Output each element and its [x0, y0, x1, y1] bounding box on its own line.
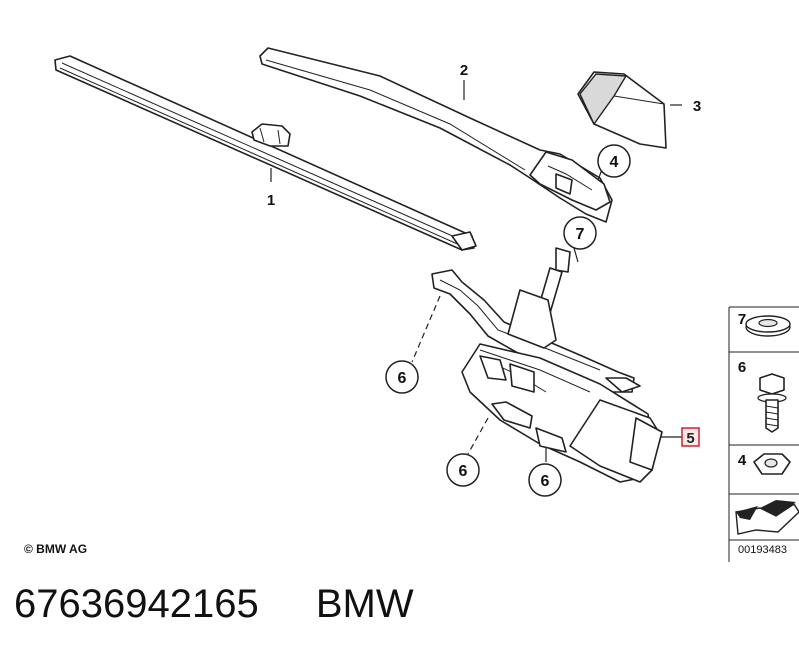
callout-2: 2: [460, 62, 468, 79]
diagram-code: 00193483: [738, 544, 787, 556]
callout-3: 3: [693, 98, 701, 115]
svg-text:7: 7: [576, 226, 585, 243]
wiper-blade: [54, 55, 477, 251]
callout-5-highlight[interactable]: 5: [681, 427, 700, 447]
direction-arrow-icon: [735, 500, 799, 535]
bolt-path-upper: [411, 295, 441, 363]
wiper-motor: [431, 269, 663, 483]
svg-text:6: 6: [459, 463, 468, 480]
callout-4: 4: [597, 144, 631, 178]
svg-text:4: 4: [610, 154, 619, 171]
part-number: 67636942165: [14, 582, 259, 626]
wiper-arm: [259, 47, 613, 223]
brand-name: BMW: [315, 582, 414, 626]
cover-cap: [577, 71, 667, 149]
part-footer: 67636942165 BMW: [14, 582, 414, 627]
callout-1: 1: [267, 192, 275, 209]
rubber-grommet-icon: [745, 315, 791, 337]
parts-legend: 7 6 4 00193483: [728, 306, 799, 562]
callout-6-upper: 6: [385, 360, 419, 394]
bolt-path-lower: [467, 417, 489, 455]
svg-text:6: 6: [541, 473, 550, 490]
hex-bolt-icon: [757, 373, 787, 433]
callout-6-lower: 6: [446, 453, 480, 487]
svg-text:6: 6: [398, 370, 407, 387]
svg-text:5: 5: [686, 430, 694, 447]
hex-nut-icon: [753, 453, 791, 475]
legend-number-6: 6: [738, 359, 746, 376]
copyright-text: © BMW AG: [24, 542, 87, 556]
legend-number-7: 7: [738, 311, 746, 328]
callout-7: 7: [563, 216, 597, 250]
legend-number-4: 4: [738, 452, 747, 469]
callout-6-right: 6: [528, 463, 562, 497]
